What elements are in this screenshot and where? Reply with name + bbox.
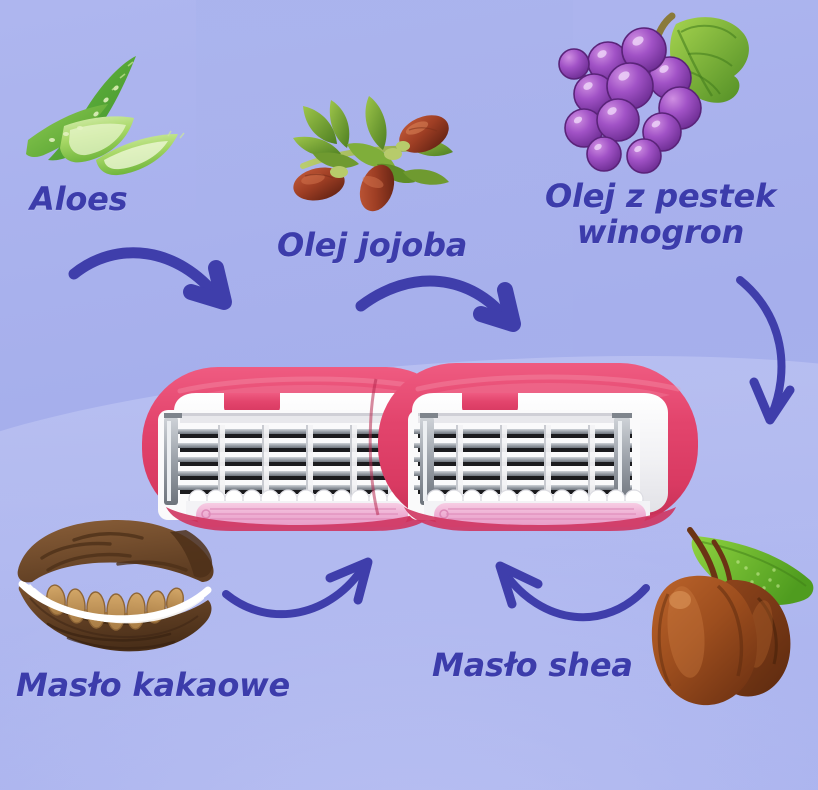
label-grapeseed-oil: Olej z pestek winogron [544, 177, 777, 251]
arrow-shea-to-razor [495, 561, 650, 622]
razor-cartridge-icon [140, 325, 700, 550]
grape-bunch-icon [548, 8, 763, 178]
label-cocoa-butter: Masło kakaowe [16, 666, 291, 704]
aloe-vera-icon [8, 48, 208, 183]
arrow-grapeseed-to-razor [736, 276, 795, 425]
arrow-cocoa-to-razor [222, 557, 373, 619]
jojoba-branch-icon [285, 88, 460, 213]
label-shea-butter: Masło shea [432, 646, 633, 684]
label-jojoba: Olej jojoba [277, 226, 468, 264]
shea-nuts-icon [638, 524, 818, 714]
cocoa-pod-icon [8, 512, 223, 672]
label-aloes: Aloes [30, 180, 128, 218]
